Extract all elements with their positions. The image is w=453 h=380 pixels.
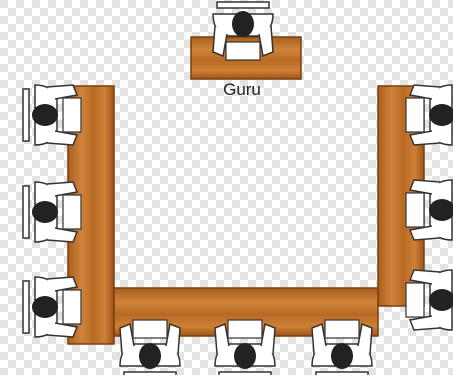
student-seat-bottom-3 <box>312 320 372 375</box>
student-seat-right-1 <box>406 85 453 145</box>
student-seat-bottom-2 <box>215 320 275 375</box>
student-seat-right-2 <box>406 180 453 240</box>
student-seat-right-3 <box>406 270 453 330</box>
student-seat-bottom-1 <box>120 320 180 375</box>
teacher-label: Guru <box>212 80 272 100</box>
